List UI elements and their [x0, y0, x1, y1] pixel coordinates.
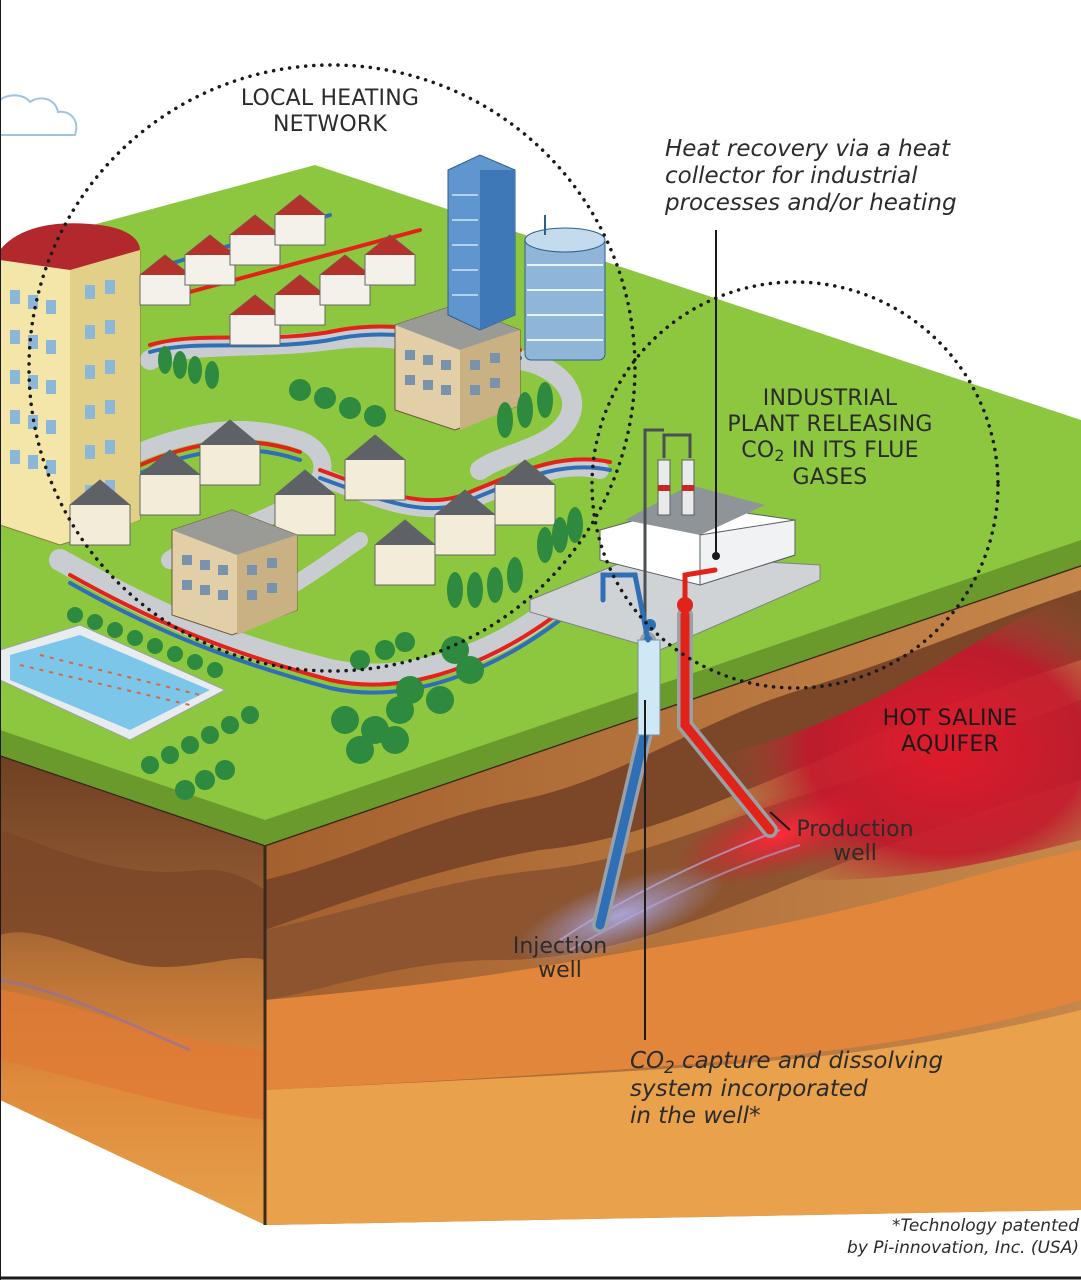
detached-houses	[69, 419, 556, 586]
label-line-co2: CO2 capture and dissolving	[630, 1048, 960, 1077]
label-heat-recovery: Heat recovery via a heat collector for i…	[665, 136, 985, 217]
skyscraper	[447, 154, 516, 331]
local-heating-boundary	[27, 63, 637, 673]
label-line: INDUSTRIAL	[762, 386, 898, 411]
label-injection-well: Injection well	[495, 935, 625, 983]
label-co2-capture: CO2 capture and dissolving system incorp…	[630, 1048, 960, 1130]
trees	[67, 346, 583, 800]
footnote: *Technology patented by Pi-innovation, I…	[759, 1215, 1079, 1259]
office-blocks	[171, 304, 521, 636]
label-line: collector for industrial	[665, 163, 918, 189]
cloud	[0, 94, 78, 136]
label-industrial-plant: INDUSTRIAL PLANT RELEASING CO2 IN ITS FL…	[710, 386, 950, 491]
label-line: Heat recovery via a heat	[665, 136, 950, 162]
soil-block	[0, 563, 1081, 1225]
label-line: HOT SALINE	[882, 706, 1018, 731]
label-line: well	[538, 958, 582, 983]
label-local-heating-network: LOCAL HEATING NETWORK	[215, 86, 445, 138]
cold-plume	[515, 865, 725, 965]
label-line: PLANT RELEASING	[727, 412, 933, 437]
label-production-well: Production well	[780, 818, 930, 866]
apartment-tower	[0, 223, 141, 546]
row-houses	[139, 194, 416, 346]
co2-text: CO	[741, 438, 775, 463]
label-line: NETWORK	[273, 112, 387, 137]
co2-text: CO	[630, 1048, 665, 1074]
label-line: Injection	[512, 934, 608, 959]
label-line: LOCAL HEATING	[240, 86, 420, 111]
hot-plume	[674, 783, 886, 887]
round-tower	[524, 215, 606, 361]
label-line: AQUIFER	[901, 732, 999, 757]
capture-text: capture and dissolving	[674, 1048, 944, 1074]
subscript-2: 2	[774, 446, 785, 466]
label-line: *Technology patented	[892, 1216, 1079, 1236]
label-line: in the well*	[630, 1103, 761, 1129]
label-hot-saline-aquifer: HOT SALINE AQUIFER	[860, 706, 1040, 758]
label-line: system incorporated	[630, 1076, 868, 1102]
label-line-co2: CO2 IN ITS FLUE	[710, 438, 950, 465]
label-line: processes and/or heating	[665, 190, 957, 216]
label-line: by Pi-innovation, Inc. (USA)	[847, 1238, 1079, 1258]
label-line: Production	[796, 817, 914, 842]
swimming-pool	[0, 624, 227, 741]
subscript-2: 2	[664, 1057, 675, 1077]
industrial-plant-boundary	[590, 280, 1000, 690]
production-well-pointer	[769, 811, 791, 831]
label-line: well	[833, 841, 877, 866]
wells	[592, 567, 778, 933]
flue-text: IN ITS FLUE	[784, 438, 919, 463]
label-line: GASES	[792, 465, 868, 490]
